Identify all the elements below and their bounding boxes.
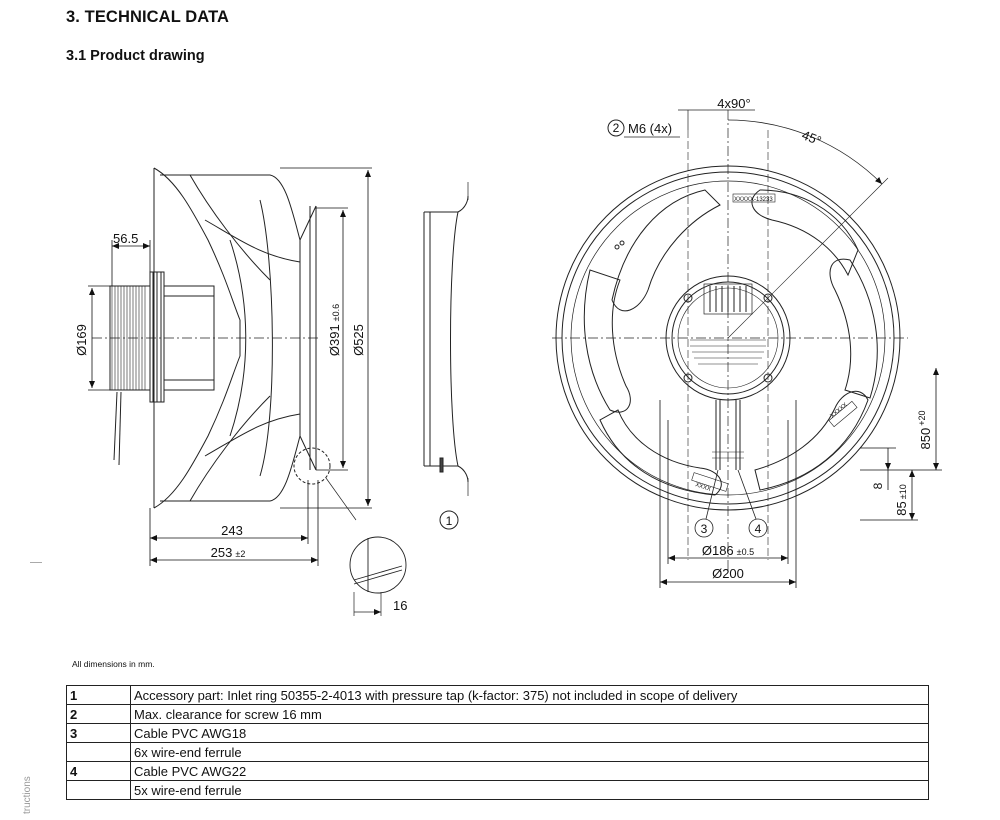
label-code-bottom: XXXX	[694, 482, 711, 493]
angle-4x90: 4x90°	[717, 96, 750, 111]
angle-45: 45°	[800, 127, 824, 148]
dim-850: 850+20	[917, 411, 933, 450]
dim-8: 8	[871, 482, 885, 489]
callout-1-circle	[439, 510, 459, 530]
row-number	[66, 780, 131, 800]
dim-85: 85±10	[894, 484, 909, 515]
table-row: 5x wire-end ferrule	[66, 780, 929, 800]
side-margin-text: tructions	[22, 776, 33, 814]
subsection-title: 3.1 Product drawing	[66, 48, 205, 64]
label-code-top: XXXXX-13233	[734, 197, 773, 203]
dim-525: Ø525	[351, 324, 366, 356]
row-number: 4	[66, 761, 131, 781]
dim-186: Ø186±0.5	[702, 543, 754, 558]
dim-169: Ø169	[74, 324, 89, 356]
row-text: 5x wire-end ferrule	[130, 780, 929, 800]
dim-391: Ø391±0.6	[327, 304, 342, 356]
row-text: Cable PVC AWG18	[130, 723, 929, 743]
callout-4: 4	[755, 522, 762, 536]
inlet-ring-view	[423, 182, 469, 496]
table-row: 6x wire-end ferrule	[66, 742, 929, 762]
row-text: Accessory part: Inlet ring 50355-2-4013 …	[130, 685, 929, 705]
callout-3: 3	[701, 522, 708, 536]
dim-200: Ø200	[712, 566, 744, 581]
row-number	[66, 742, 131, 762]
front-view	[552, 109, 908, 570]
detail-view	[349, 536, 407, 616]
dimensions-note: All dimensions in mm.	[72, 659, 155, 669]
row-number: 3	[66, 723, 131, 743]
dim-243: 243	[221, 523, 243, 538]
dim-253: 253±2	[211, 545, 246, 560]
dim-56-5: 56.5	[113, 231, 138, 246]
margin-tick	[30, 562, 42, 563]
side-view	[92, 167, 357, 521]
row-number: 2	[66, 704, 131, 724]
row-text: Max. clearance for screw 16 mm	[130, 704, 929, 724]
screw-callout-text: M6 (4x)	[628, 121, 672, 136]
dim-16: 16	[393, 598, 407, 613]
product-drawing: 56.5 Ø169 Ø391±0.6 Ø525 243 253±2 16 1	[74, 96, 942, 616]
row-text: Cable PVC AWG22	[130, 761, 929, 781]
callout-2: 2	[613, 121, 620, 135]
callout-2-circle	[607, 119, 625, 137]
callout-1: 1	[446, 514, 453, 528]
row-number: 1	[66, 685, 131, 705]
section-title: 3. TECHNICAL DATA	[66, 8, 230, 26]
row-text: 6x wire-end ferrule	[130, 742, 929, 762]
